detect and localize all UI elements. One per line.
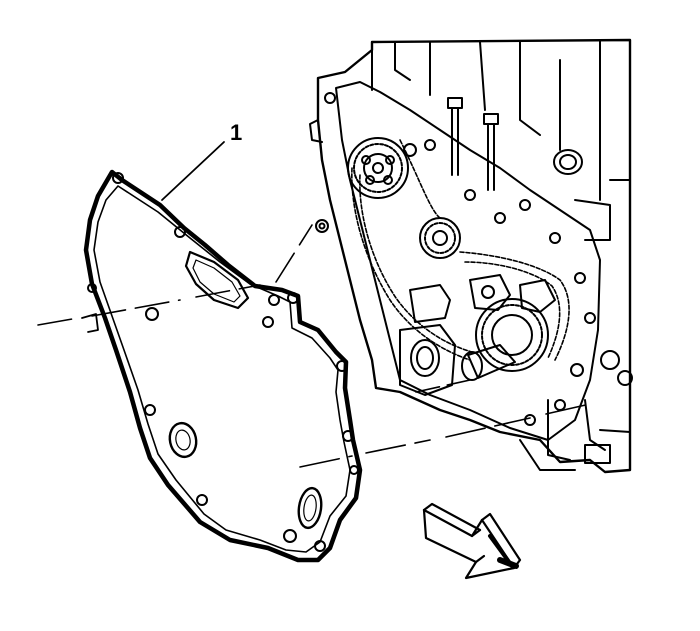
front-cover-gasket <box>81 169 363 563</box>
engine-block <box>309 38 633 474</box>
callout-number: 1 <box>230 120 242 145</box>
crankshaft-sprocket <box>461 298 549 381</box>
alignment-lines <box>37 224 591 468</box>
oil-pump-housing <box>399 274 556 396</box>
idler-sprocket <box>419 217 461 259</box>
timing-chain <box>351 139 570 361</box>
top-bolt <box>447 97 463 176</box>
top-bolt <box>483 113 499 191</box>
gasket-bolt-holes <box>87 172 359 552</box>
callout-1: 1 <box>161 120 242 201</box>
direction-arrow <box>422 502 522 580</box>
camshaft-sprocket <box>347 137 409 199</box>
